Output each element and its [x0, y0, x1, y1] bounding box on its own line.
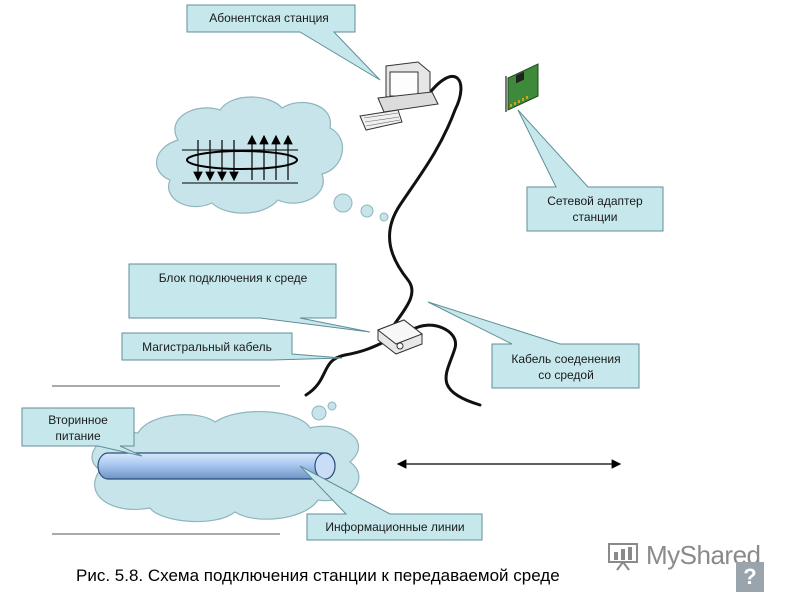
- transceiver-icon: [376, 319, 424, 355]
- down-arrows-icon: [193, 140, 239, 182]
- callout-medium-cable: Кабель соеденения со средой: [427, 301, 640, 389]
- network-card-icon: [505, 63, 539, 112]
- callout-label-network-adapter-1: Сетевой адаптер: [547, 194, 643, 208]
- callout-label-subscriber-station: Абонентская станция: [209, 11, 329, 25]
- signal-cloud: [155, 96, 389, 222]
- callout-trunk-cable: Магистральный кабель: [121, 332, 343, 361]
- figure-caption: Рис. 5.8. Схема подключения станции к пе…: [76, 566, 560, 585]
- callout-label-info-lines: Информационные линии: [325, 520, 464, 534]
- callout-info-lines: Информационные линии: [299, 465, 483, 541]
- medium-cloud: [91, 401, 360, 523]
- callout-label-network-adapter-2: станции: [573, 210, 618, 224]
- callout-label-secondary-power-1: Вторинное: [48, 413, 108, 427]
- callout-label-trunk-cable: Магистральный кабель: [142, 340, 272, 354]
- callout-label-connection-block: Блок подключения к среде: [159, 271, 308, 285]
- callout-label-medium-cable-1: Кабель соеденения: [511, 352, 620, 366]
- callout-label-medium-cable-2: со средой: [538, 368, 594, 382]
- information-line-pipe: [97, 452, 336, 480]
- help-button[interactable]: ?: [736, 562, 764, 592]
- callout-subscriber-station: Абонентская станция: [186, 4, 381, 81]
- callout-connection-block: Блок подключения к среде: [128, 263, 371, 333]
- callout-network-adapter: Сетевой адаптер станции: [517, 109, 664, 232]
- up-arrows-icon: [247, 134, 293, 180]
- cables: [304, 74, 482, 407]
- computer-icon: [359, 61, 439, 131]
- presentation-icon: [608, 543, 638, 571]
- callout-label-secondary-power-2: питание: [55, 429, 101, 443]
- callout-secondary-power: Вторинное питание: [21, 407, 143, 457]
